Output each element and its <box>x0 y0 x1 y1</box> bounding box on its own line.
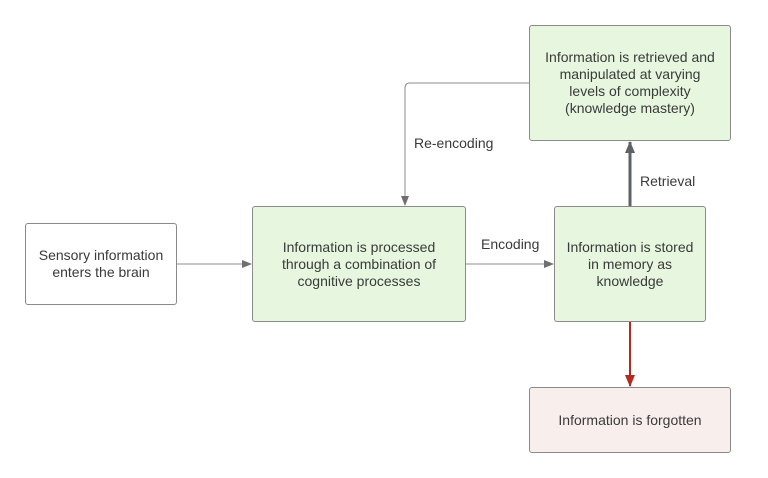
node-information-forgotten-text: Information is forgotten <box>558 411 702 428</box>
node-sensory-information-text: Sensory information enters the brain <box>38 247 164 280</box>
edge-label-encoding: Encoding <box>481 236 540 252</box>
node-information-stored: Information is stored in memory as knowl… <box>554 206 706 322</box>
node-information-retrieved: Information is retrieved and manipulated… <box>529 25 731 141</box>
arrow-reencoding <box>401 82 529 206</box>
edge-label-retrieval: Retrieval <box>640 173 696 189</box>
node-information-processed: Information is processed through a combi… <box>252 206 466 322</box>
node-information-stored-text: Information is stored in memory as knowl… <box>566 238 694 289</box>
node-sensory-information: Sensory information enters the brain <box>25 223 177 305</box>
node-information-retrieved-text: Information is retrieved and manipulated… <box>545 49 715 116</box>
edge-label-reencoding: Re-encoding <box>414 135 494 151</box>
node-information-forgotten: Information is forgotten <box>529 387 731 453</box>
node-information-processed-text: Information is processed through a combi… <box>281 238 437 289</box>
